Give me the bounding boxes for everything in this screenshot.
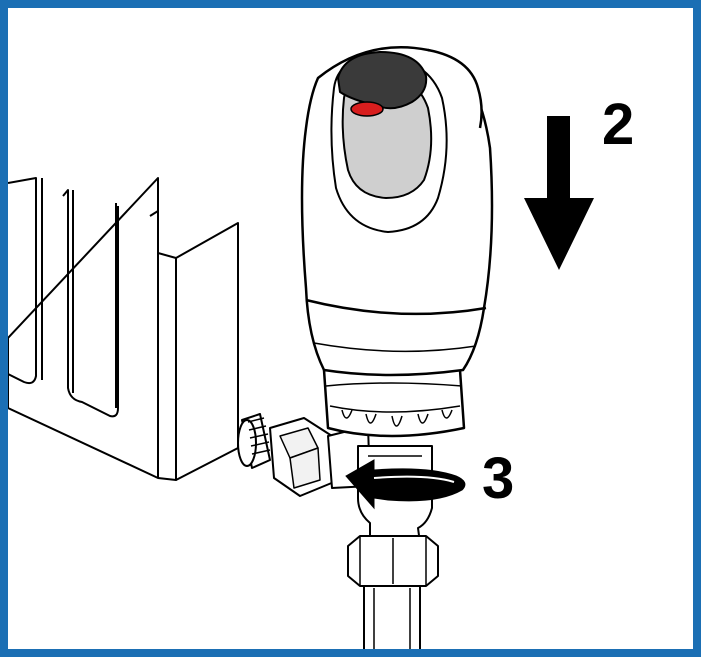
- connector-thread-end: [237, 419, 257, 467]
- adapter-collar: [322, 365, 466, 438]
- step-3-label: 3: [482, 446, 514, 511]
- connector-thread-lines: [247, 417, 271, 455]
- installation-illustration: 2 3: [8, 46, 634, 649]
- radiator-fin-1: [8, 177, 37, 385]
- thermostatic-head: [300, 46, 494, 438]
- radiator-connector: [237, 413, 371, 497]
- radiator-fin-2: [62, 189, 119, 418]
- head-top-cap: [427, 48, 483, 129]
- indicator-light: [350, 101, 384, 117]
- radiator-front: [8, 177, 177, 481]
- collar-grip-notches: [341, 409, 453, 427]
- head-band: [305, 298, 487, 316]
- radiator-fin-3: [149, 210, 159, 478]
- lower-pipe: [363, 586, 421, 649]
- radiator-end-face: [175, 222, 239, 481]
- radiator: [8, 177, 239, 481]
- step-2-arrow: [524, 116, 594, 270]
- step-3-arrow: [345, 459, 466, 510]
- step-2-label: 2: [602, 92, 634, 157]
